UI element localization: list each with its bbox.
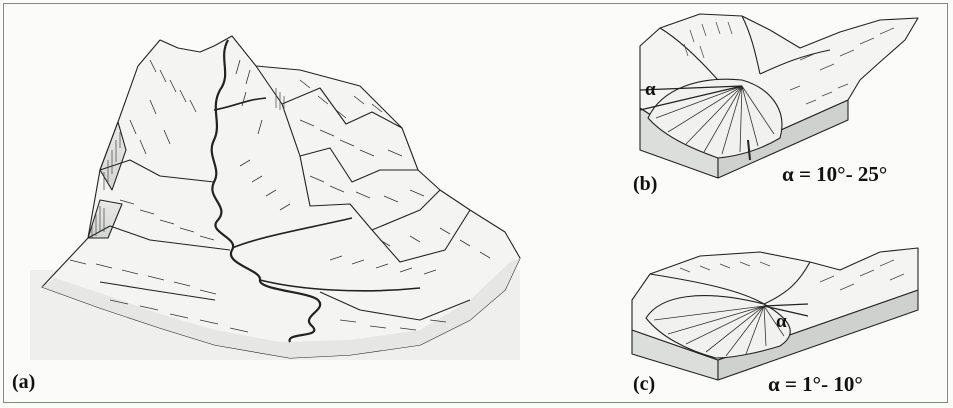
panel-a-label: (a): [12, 372, 35, 392]
panel-b-angle-range: α = 10°- 25°: [782, 164, 887, 185]
panel-b-label: (b): [633, 174, 657, 194]
panel-c-label: (c): [633, 374, 655, 394]
panel-c-angle-range: α = 1°- 10°: [768, 374, 863, 395]
panel-c-alpha-marker: α: [776, 312, 787, 331]
panel-a-landscape: [30, 36, 520, 360]
panel-b-alpha-marker: α: [645, 80, 656, 99]
panel-b-steep-fan: [640, 14, 918, 178]
panel-c-gentle-fan: [632, 248, 918, 380]
